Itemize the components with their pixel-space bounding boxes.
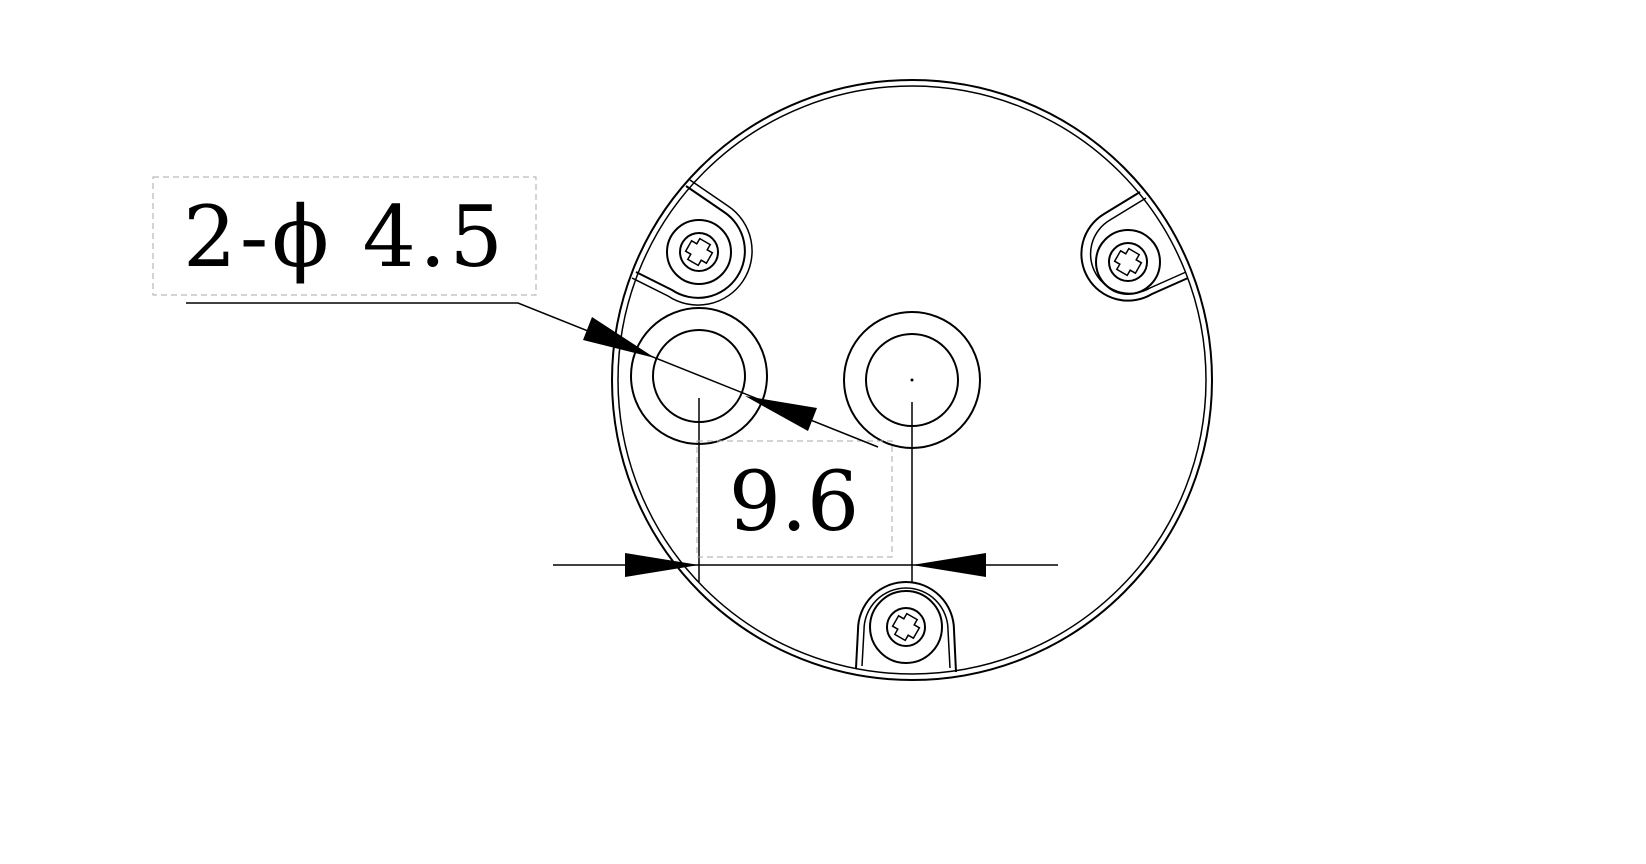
- screw-bottom: [855, 581, 957, 673]
- arrowhead: [625, 553, 699, 577]
- phillips-cross-icon: [684, 237, 714, 267]
- screw-top-right: [1080, 191, 1189, 302]
- spacing-dimension: 9.6: [553, 398, 1058, 582]
- phillips-cross-icon: [891, 612, 921, 642]
- motor-housing-outline: [611, 79, 1213, 681]
- arrowhead: [912, 553, 986, 577]
- hole-callout: 2-ϕ 4.5: [152, 176, 879, 448]
- arrowhead: [745, 396, 817, 431]
- screw-top-left: [631, 179, 753, 306]
- spacing-dimension-label: 9.6: [729, 455, 859, 550]
- phillips-cross-icon: [1113, 247, 1143, 277]
- hole-callout-label: 2-ϕ 4.5: [183, 188, 503, 286]
- arrowhead: [583, 317, 655, 358]
